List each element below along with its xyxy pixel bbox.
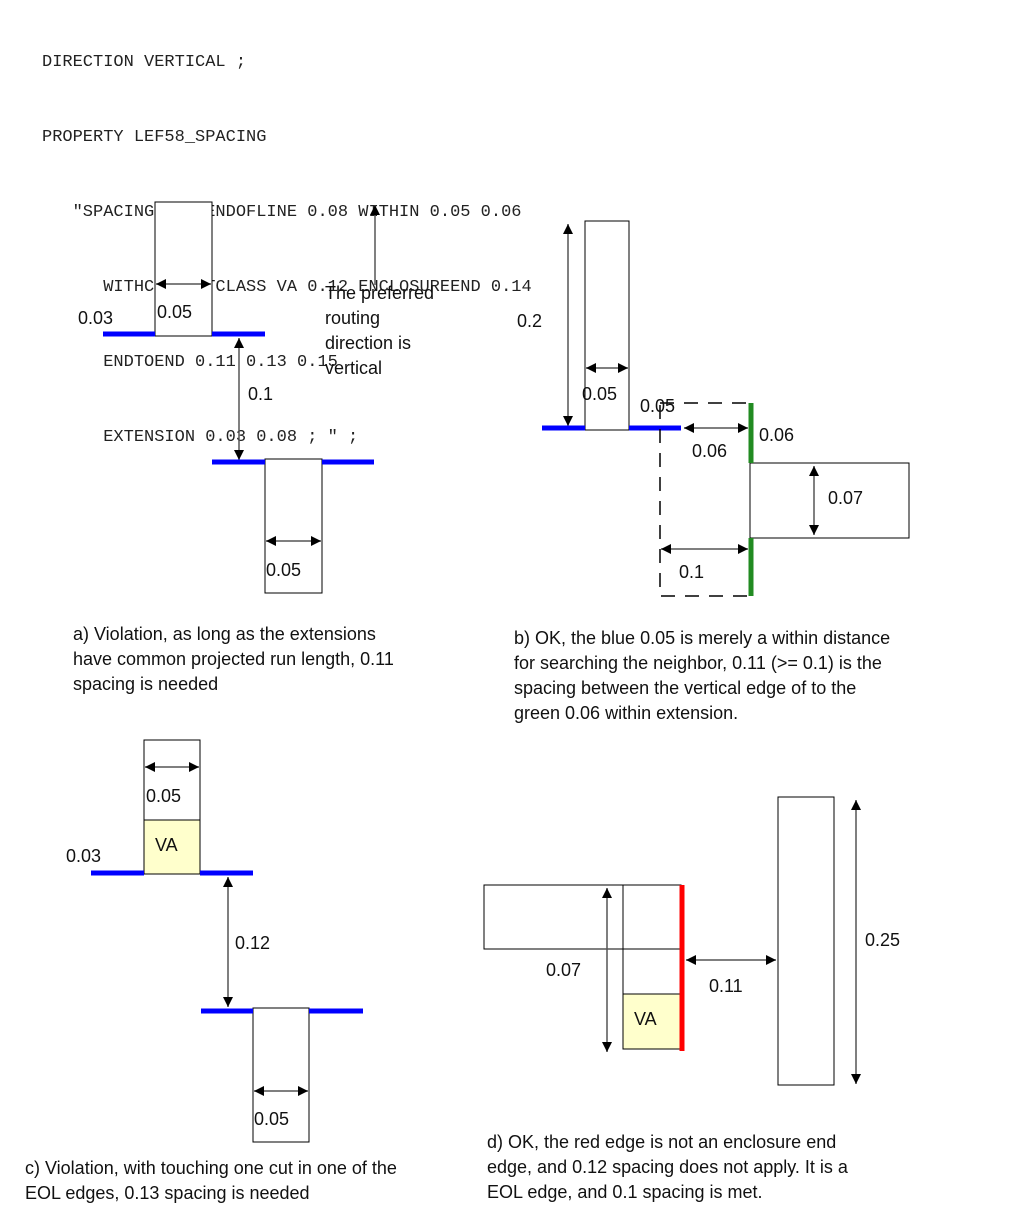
caption-line: edge, and 0.12 spacing does not apply. I… — [487, 1157, 848, 1177]
wire-horizontal — [483, 884, 682, 950]
wire-vertical — [584, 220, 630, 431]
note-line: routing — [325, 308, 380, 328]
cut-label: VA — [634, 1009, 657, 1029]
spacing-label: 0.12 — [235, 933, 270, 953]
code-line: ENDTOEND 0.11 0.13 0.15 — [42, 353, 338, 372]
caption-line: a) Violation, as long as the extensions — [73, 624, 376, 644]
ext-label: 0.03 — [78, 308, 113, 328]
caption-line: for searching the neighbor, 0.11 (>= 0.1… — [514, 653, 882, 673]
wire-bottom — [264, 458, 323, 594]
width-label: 0.05 — [582, 384, 617, 404]
note-line: vertical — [325, 358, 382, 378]
spacing-label: 0.1 — [248, 384, 273, 404]
wire-bottom — [252, 1007, 310, 1143]
search-window — [659, 402, 752, 597]
caption-c: c) Violation, with touching one cut in o… — [25, 1156, 397, 1206]
ext-label: 0.03 — [66, 846, 101, 866]
caption-line: d) OK, the red edge is not an enclosure … — [487, 1132, 837, 1152]
within-green-label: 0.06 — [759, 425, 794, 445]
neighbor-length-label: 0.25 — [865, 930, 900, 950]
panel-a: 0.03 0.05 0.1 0.05 The preferred routing… — [78, 201, 434, 594]
caption-line: spacing is needed — [73, 674, 219, 694]
caption-line: spacing between the vertical edge of to … — [514, 678, 857, 698]
caption-line: have common projected run length, 0.11 — [73, 649, 394, 669]
neighbor-wire — [749, 462, 910, 539]
panel-b: 0.2 0.05 0.05 0.06 0.06 0.07 0.1 — [517, 220, 910, 597]
spacing-label: 0.11 — [709, 976, 743, 996]
width-label-bottom: 0.05 — [254, 1109, 289, 1129]
wire-top — [154, 201, 213, 337]
length-label: 0.2 — [517, 311, 542, 331]
note-line: direction is — [325, 333, 411, 353]
code-line: PROPERTY LEF58_SPACING — [42, 128, 267, 147]
panel-d: VA 0.07 0.11 0.25 — [483, 796, 900, 1086]
width-label-top: 0.05 — [146, 786, 181, 806]
code-line: DIRECTION VERTICAL ; — [42, 53, 247, 72]
caption-a: a) Violation, as long as the extensions … — [73, 622, 394, 697]
caption-line: c) Violation, with touching one cut in o… — [25, 1158, 397, 1178]
neighbor-wire — [777, 796, 835, 1086]
caption-line: EOL edge, and 0.1 spacing is met. — [487, 1182, 763, 1202]
cut-va — [143, 819, 201, 875]
caption-line: EOL edges, 0.13 spacing is needed — [25, 1183, 310, 1203]
within-blue-label: 0.05 — [640, 396, 675, 416]
caption-line: green 0.06 within extension. — [514, 703, 739, 723]
caption-d: d) OK, the red edge is not an enclosure … — [487, 1130, 848, 1205]
width-label-bottom: 0.05 — [266, 560, 301, 580]
cut-label: VA — [155, 835, 178, 855]
width-label: 0.07 — [546, 960, 581, 980]
caption-b: b) OK, the blue 0.05 is merely a within … — [514, 626, 890, 726]
caption-line: b) OK, the blue 0.05 is merely a within … — [514, 628, 891, 648]
note-line: The preferred — [325, 283, 434, 303]
gap-label: 0.06 — [692, 441, 727, 461]
spacing-label: 0.1 — [679, 562, 704, 582]
width-label-top: 0.05 — [157, 302, 192, 322]
neighbor-width-label: 0.07 — [828, 488, 863, 508]
panel-c: VA 0.05 0.03 0.12 0.05 — [66, 739, 363, 1143]
